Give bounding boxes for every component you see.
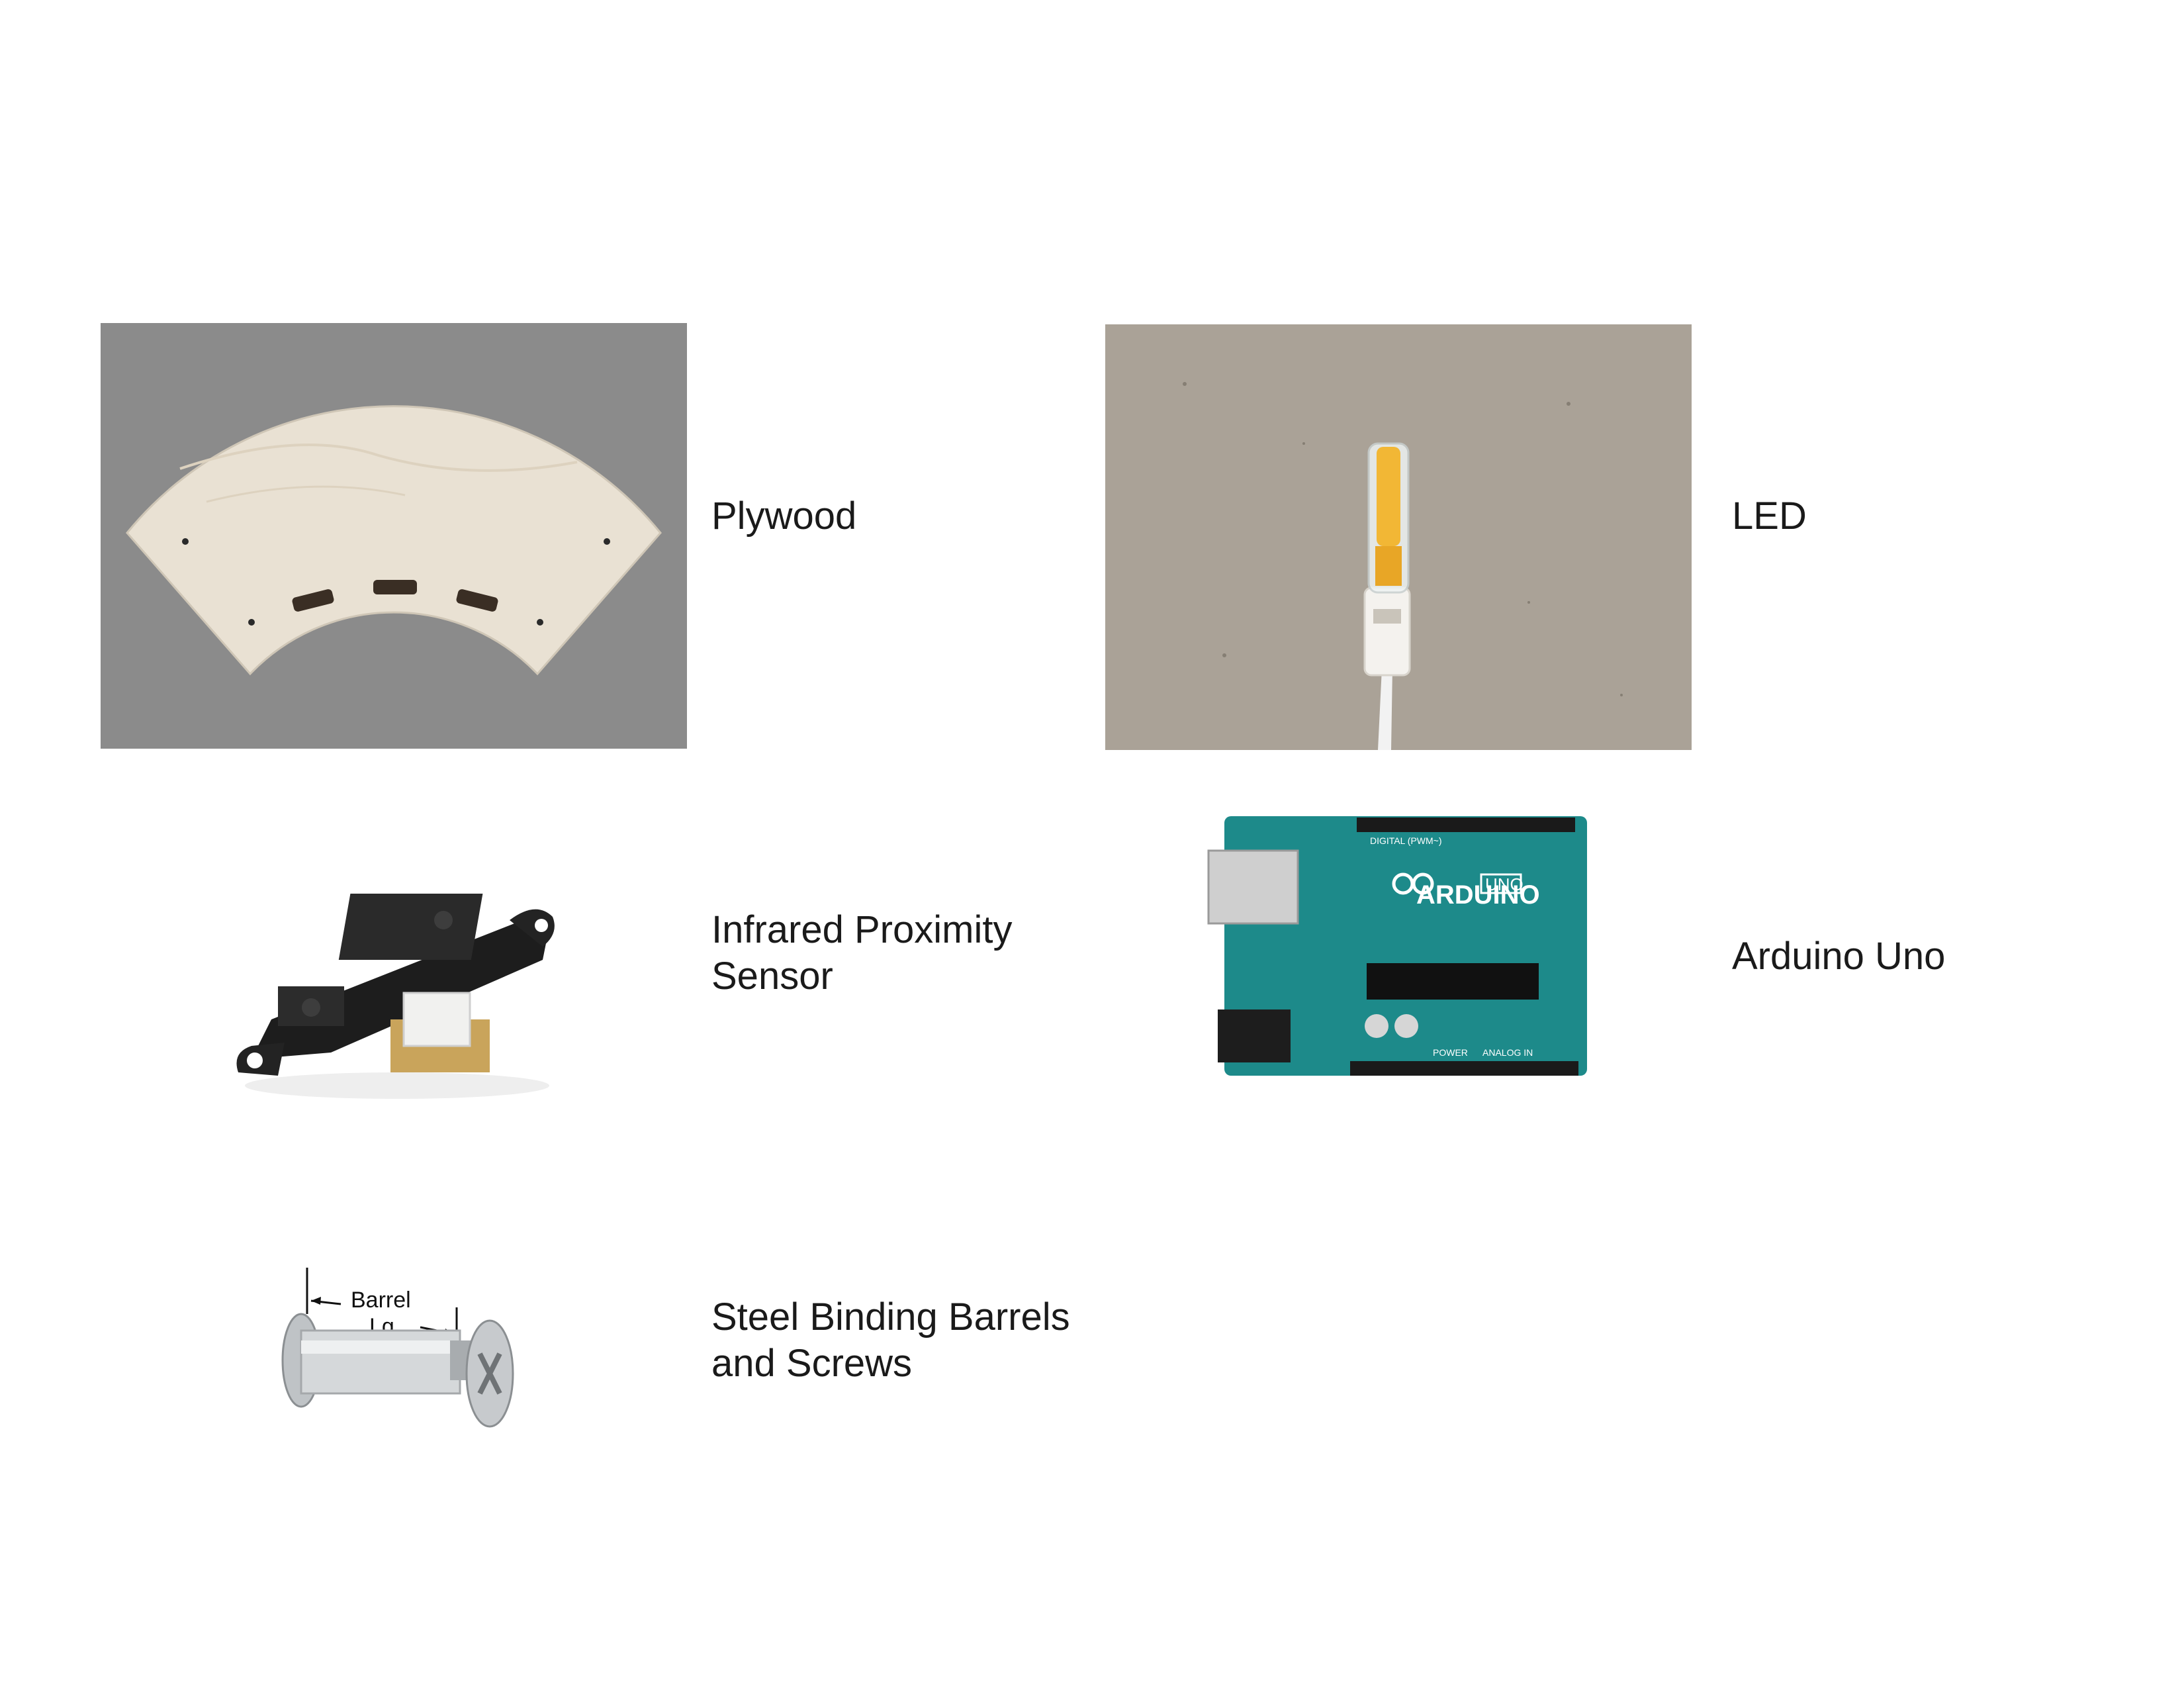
- plywood-image: [101, 323, 687, 749]
- arduino-label: Arduino Uno: [1732, 935, 1946, 978]
- plywood-photo: [101, 323, 687, 749]
- led-photo: [1105, 324, 1692, 750]
- plywood-label: Plywood: [711, 494, 857, 538]
- led-image: [1105, 324, 1692, 750]
- svg-text:POWER: POWER: [1433, 1047, 1468, 1058]
- ir-sensor-photo: [225, 854, 569, 1119]
- svg-text:UNO: UNO: [1485, 874, 1524, 894]
- barrels-photo: Barrel Lg.: [258, 1261, 529, 1473]
- svg-text:Barrel: Barrel: [351, 1288, 411, 1313]
- arduino-photo: ARDUINO UNO DIGITAL (PWM~) POWER ANALOG …: [1205, 811, 1595, 1082]
- barrels-label: Steel Binding Barrels and Screws: [711, 1295, 1070, 1385]
- ir-sensor-label: Infrared Proximity Sensor: [711, 908, 1013, 998]
- svg-text:DIGITAL (PWM~): DIGITAL (PWM~): [1370, 835, 1442, 846]
- arduino-board-image: ARDUINO UNO DIGITAL (PWM~) POWER ANALOG …: [1205, 811, 1595, 1082]
- svg-text:ARDUINO: ARDUINO: [1416, 880, 1540, 910]
- led-label: LED: [1732, 494, 1807, 538]
- svg-text:ANALOG IN: ANALOG IN: [1482, 1047, 1533, 1058]
- ir-sensor-image: [225, 854, 569, 1119]
- barrel-screw-image: Barrel Lg.: [258, 1261, 529, 1473]
